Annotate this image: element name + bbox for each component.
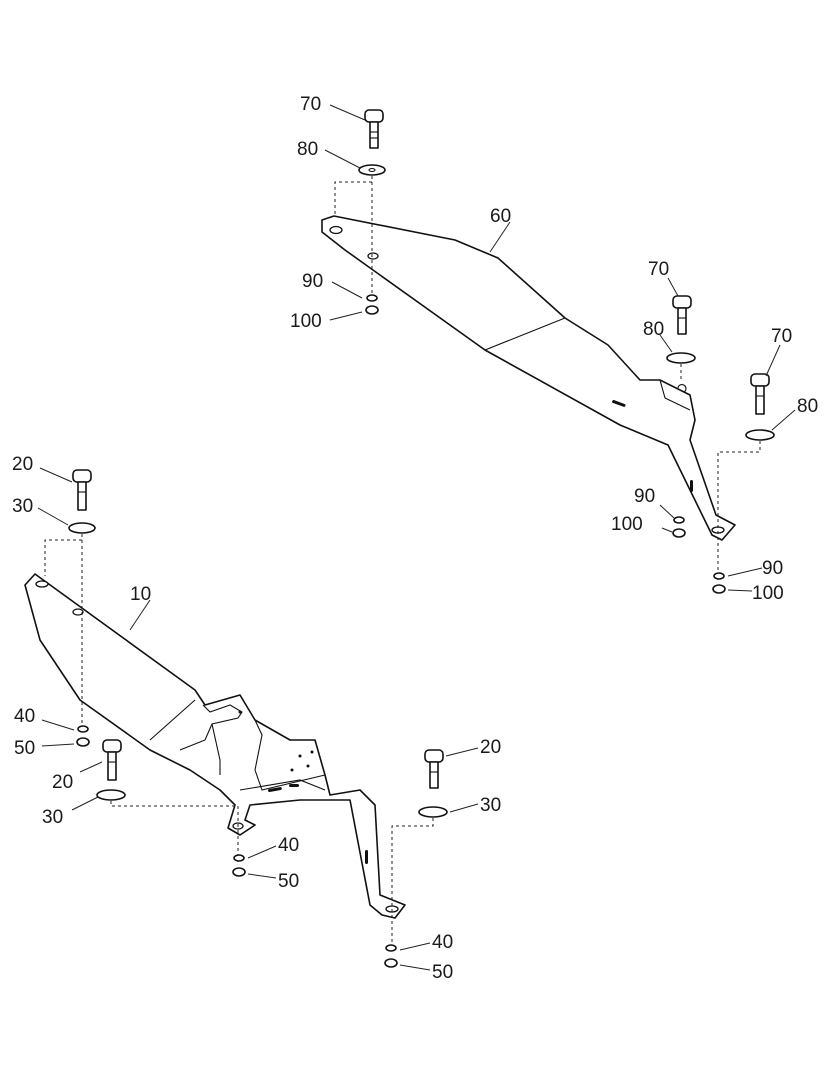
callout-40: 40 — [14, 706, 35, 727]
washer-30-right — [418, 806, 448, 818]
nut-90-right — [712, 572, 726, 594]
callout-10: 10 — [130, 584, 151, 605]
callout-70: 70 — [300, 94, 321, 115]
nut-90-top — [365, 294, 379, 315]
callout-50: 50 — [278, 871, 299, 892]
washer-30-top-left — [68, 522, 96, 534]
washer-80-mid — [666, 352, 696, 364]
nut-40-mid — [232, 854, 246, 877]
callout-100: 100 — [611, 514, 643, 535]
callout-20: 20 — [480, 737, 501, 758]
callout-40: 40 — [432, 932, 453, 953]
bracket-60 — [321, 215, 736, 541]
washer-80-right — [745, 429, 775, 441]
bolt-20-right — [424, 749, 444, 789]
bolt-70-top — [364, 109, 384, 149]
callout-20: 20 — [12, 454, 33, 475]
callout-20: 20 — [52, 772, 73, 793]
bolt-20-top-left — [72, 469, 92, 511]
callout-70: 70 — [648, 259, 669, 280]
callout-100: 100 — [752, 583, 784, 604]
callout-90: 90 — [302, 271, 323, 292]
callout-50: 50 — [14, 738, 35, 759]
callout-40: 40 — [278, 835, 299, 856]
washer-80-top — [358, 164, 386, 176]
callout-30: 30 — [480, 795, 501, 816]
washer-30-mid — [96, 789, 126, 801]
callout-30: 30 — [12, 496, 33, 517]
callout-50: 50 — [432, 962, 453, 983]
bolt-20-mid — [102, 739, 122, 781]
callout-90: 90 — [634, 486, 655, 507]
callout-90: 90 — [762, 558, 783, 579]
callout-30: 30 — [42, 807, 63, 828]
nut-40-right — [384, 944, 398, 968]
callout-100: 100 — [290, 311, 322, 332]
callout-60: 60 — [490, 206, 511, 227]
bolt-70-right — [750, 373, 770, 415]
callout-70: 70 — [771, 326, 792, 347]
bolt-70-mid — [672, 295, 692, 335]
bracket-10 — [24, 573, 406, 919]
callout-80: 80 — [297, 139, 318, 160]
callout-80: 80 — [643, 319, 664, 340]
nut-90-mid — [672, 516, 686, 538]
callout-80: 80 — [797, 396, 818, 417]
nut-40-left — [76, 725, 90, 747]
